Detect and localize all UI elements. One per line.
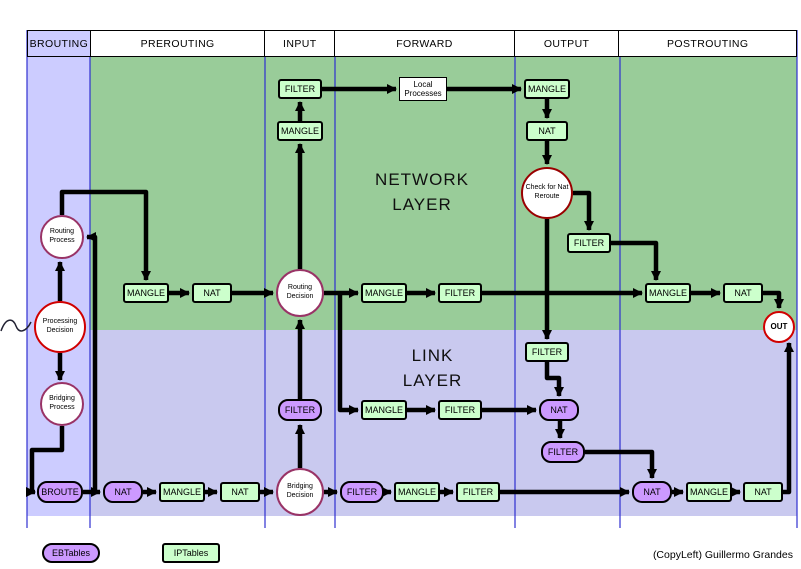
forward-link-filter2-chain: FILTER — [456, 482, 500, 502]
output-link-nat-chain: NAT — [539, 399, 579, 421]
postrouting-link-mangle-chain: MANGLE — [686, 482, 732, 502]
postrouting-link-nat-eb-chain: NAT — [632, 481, 672, 503]
forward-link-mangle-chain: MANGLE — [361, 400, 407, 420]
prerouting-mangle-chain: MANGLE — [123, 283, 169, 303]
forward-mangle-chain: MANGLE — [361, 283, 407, 303]
routing-process-line1: Routing — [49, 228, 75, 236]
routing-decision-line2: Decision — [286, 293, 314, 300]
check-nat-line1: Check for Nat — [525, 184, 569, 192]
prerouting-nat-chain: NAT — [192, 283, 232, 303]
forward-link-filter-eb-chain: FILTER — [340, 481, 384, 503]
link-layer-line2: LAYER — [402, 370, 463, 390]
legend-ebtables: EBTables — [42, 543, 100, 563]
bridging-decision-line2: Decision — [286, 492, 314, 499]
routing-decision-line1: Routing — [287, 284, 313, 292]
flow-arrows — [26, 84, 794, 497]
output-nat-chain: NAT — [526, 121, 568, 141]
link-layer-line1: LINK — [411, 346, 454, 365]
routing-process-line2: Process — [49, 237, 75, 244]
bridging-decision-node: Bridging Decision — [276, 468, 324, 516]
routing-process-node: Routing Process — [40, 215, 84, 259]
output-link-filter-chain: FILTER — [525, 342, 569, 362]
forward-link-mangle2-chain: MANGLE — [394, 482, 440, 502]
prerouting-link-mangle-chain: MANGLE — [159, 482, 205, 502]
postrouting-mangle-chain: MANGLE — [645, 283, 691, 303]
output-mangle-chain: MANGLE — [524, 79, 570, 99]
local-processes-line2: Processes — [404, 89, 442, 98]
network-layer-label: NETWORK LAYER — [332, 168, 512, 217]
processing-decision-node: Processing Decision — [34, 301, 86, 353]
legend-iptables: IPTables — [162, 543, 220, 563]
network-layer-line2: LAYER — [392, 194, 452, 214]
output-reroute-filter-chain: FILTER — [567, 233, 611, 253]
bridging-decision-line1: Bridging — [287, 483, 313, 491]
input-mangle-chain: MANGLE — [277, 121, 323, 141]
out-node: OUT — [763, 311, 795, 343]
network-layer-line1: NETWORK — [375, 170, 469, 189]
postrouting-nat-chain: NAT — [723, 283, 763, 303]
processing-decision-line1: Processing — [42, 318, 78, 326]
header-prerouting: PREROUTING — [90, 31, 266, 56]
processing-decision-line2: Decision — [46, 327, 74, 334]
output-link-filter2-chain: FILTER — [541, 441, 585, 463]
brouting-nat-chain: NAT — [103, 481, 143, 503]
credit-text: (CopyLeft) Guillermo Grandes — [652, 549, 793, 561]
column-header-row: BROUTING PREROUTING INPUT FORWARD OUTPUT… — [27, 30, 797, 57]
bridging-process-line1: Bridging — [49, 395, 75, 403]
local-processes-box: Local Processes — [399, 77, 447, 101]
bridging-process-node: Bridging Process — [40, 382, 84, 426]
bridging-process-line2: Process — [49, 404, 75, 411]
broute-chain: BROUTE — [37, 481, 83, 503]
input-filter-chain: FILTER — [278, 79, 322, 99]
column-grid-lines — [26, 30, 798, 528]
forward-link-filter-chain: FILTER — [438, 400, 482, 420]
routing-decision-node: Routing Decision — [276, 269, 324, 317]
check-nat-line2: Reroute — [534, 193, 560, 200]
forward-filter-chain: FILTER — [438, 283, 482, 303]
header-input: INPUT — [265, 31, 336, 56]
input-link-filter-chain: FILTER — [278, 399, 322, 421]
prerouting-link-nat-chain: NAT — [220, 482, 260, 502]
link-layer-background — [90, 330, 797, 516]
link-layer-label: LINK LAYER — [340, 344, 525, 393]
header-postrouting: POSTROUTING — [619, 31, 796, 56]
header-output: OUTPUT — [514, 31, 620, 56]
local-processes-line1: Local — [413, 79, 433, 89]
header-forward: FORWARD — [335, 31, 515, 56]
postrouting-link-nat-chain: NAT — [743, 482, 783, 502]
wire-squiggle — [0, 319, 32, 332]
header-brouting: BROUTING — [28, 31, 91, 56]
check-nat-reroute-node: Check for Nat Reroute — [521, 167, 573, 219]
